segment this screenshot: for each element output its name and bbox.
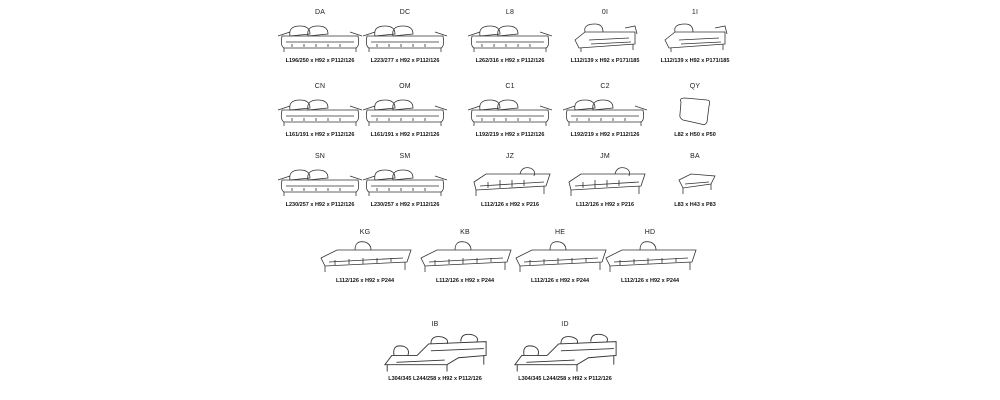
module-code: BA	[690, 153, 700, 160]
module-drawing-sofa2	[555, 92, 655, 130]
module-code: C2	[600, 83, 610, 90]
module-dimensions: L161/191 x H92 x P112/126	[370, 132, 440, 138]
module-dimensions: L192/219 x H92 x P112/126	[570, 132, 640, 138]
module-kb: KB L112/126 x H92 x P244	[395, 228, 535, 290]
module-code: 1I	[691, 9, 699, 16]
module-dimensions: L304/345 L244/258 x H92 x P112/126	[388, 376, 482, 382]
module-drawing-cushion	[645, 92, 745, 130]
module-dc: DC L223/277 x H92 x P112/126	[335, 8, 475, 70]
module-drawing-sofa2	[460, 18, 560, 56]
module-code: L8	[505, 9, 515, 16]
module-om: OM L161/191 x H92 x P112/126	[335, 82, 475, 144]
module-code: SM	[399, 153, 411, 160]
module-he: HE L112/126 x H92 x P244	[490, 228, 630, 290]
module-da: DA L196/250 x H92 x P112/126	[250, 8, 390, 70]
module-dimensions: L112/126 x H92 x P244	[335, 278, 395, 284]
module-ib: IB L304/345 L244/258 x H92 x P112/126	[375, 320, 495, 382]
module-drawing-daybed	[555, 162, 655, 200]
module-code: HD	[644, 229, 656, 236]
module-code: DC	[399, 9, 411, 16]
module-ba: BA L83 x H43 x P83	[625, 152, 765, 214]
module-0i: 0I L112/139 x H92 x P171/185	[535, 8, 675, 70]
module-drawing-corner	[378, 330, 493, 374]
module-drawing-long	[315, 238, 415, 276]
module-dimensions: L112/126 x H92 x P216	[575, 202, 635, 208]
module-code: CN	[314, 83, 326, 90]
module-drawing-long	[415, 238, 515, 276]
module-drawing-sofa2	[355, 18, 455, 56]
module-code: C1	[505, 83, 515, 90]
module-1i: 1I L112/139 x H92 x P171/185	[625, 8, 765, 70]
module-drawing-sofa2	[270, 92, 370, 130]
module-dimensions: L161/191 x H92 x P112/126	[285, 132, 355, 138]
module-id: ID L304/345 L244/258 x H92 x P112/126	[505, 320, 625, 382]
module-sm: SM L230/257 x H92 x P112/126	[335, 152, 475, 214]
module-code: HE	[554, 229, 566, 236]
module-code: ID	[561, 321, 569, 328]
module-dimensions: L304/345 L244/258 x H92 x P112/126	[518, 376, 612, 382]
module-drawing-sofa2	[355, 92, 455, 130]
module-dimensions: L230/257 x H92 x P112/126	[370, 202, 440, 208]
module-kg: KG L112/126 x H92 x P244	[295, 228, 435, 290]
module-l8: L8 L262/316 x H92 x P112/126	[440, 8, 580, 70]
module-dimensions: L230/257 x H92 x P112/126	[285, 202, 355, 208]
module-drawing-sofa2	[355, 162, 455, 200]
module-code: SN	[314, 153, 326, 160]
module-cn: CN L161/191 x H92 x P112/126	[250, 82, 390, 144]
module-dimensions: L83 x H43 x P83	[674, 202, 716, 208]
module-dimensions: L262/316 x H92 x P112/126	[475, 58, 545, 64]
module-code: OM	[399, 83, 411, 90]
module-dimensions: L112/139 x H92 x P171/185	[660, 58, 730, 64]
module-code: DA	[314, 9, 326, 16]
module-dimensions: L82 x H50 x P50	[674, 132, 716, 138]
module-drawing-long	[510, 238, 610, 276]
module-code: JM	[600, 153, 610, 160]
module-dimensions: L223/277 x H92 x P112/126	[370, 58, 440, 64]
module-drawing-daybed	[460, 162, 560, 200]
module-drawing-chaise	[645, 18, 745, 56]
module-code: IB	[431, 321, 439, 328]
module-code: 0I	[601, 9, 609, 16]
module-dimensions: L112/139 x H92 x P171/185	[570, 58, 640, 64]
module-drawing-sofa2	[270, 162, 370, 200]
module-drawing-sofa2	[460, 92, 560, 130]
module-code: KB	[460, 229, 470, 236]
module-drawing-sofa2	[270, 18, 370, 56]
module-dimensions: L192/219 x H92 x P112/126	[475, 132, 545, 138]
module-dimensions: L112/126 x H92 x P244	[620, 278, 680, 284]
module-dimensions: L196/250 x H92 x P112/126	[285, 58, 355, 64]
module-drawing-long	[600, 238, 700, 276]
module-code: KG	[359, 229, 371, 236]
module-hd: HD L112/126 x H92 x P244	[580, 228, 720, 290]
module-jm: JM L112/126 x H92 x P216	[535, 152, 675, 214]
module-code: QY	[689, 83, 701, 90]
module-code: JZ	[505, 153, 515, 160]
module-drawing-chaise	[555, 18, 655, 56]
module-c1: C1 L192/219 x H92 x P112/126	[440, 82, 580, 144]
module-dimensions: L112/126 x H92 x P216	[480, 202, 540, 208]
module-drawing-pouf	[645, 162, 745, 200]
module-qy: QY L82 x H50 x P50	[625, 82, 765, 144]
module-dimensions: L112/126 x H92 x P244	[530, 278, 590, 284]
module-sn: SN L230/257 x H92 x P112/126	[250, 152, 390, 214]
module-jz: JZ L112/126 x H92 x P216	[440, 152, 580, 214]
module-dimensions: L112/126 x H92 x P244	[435, 278, 495, 284]
module-drawing-corner	[508, 330, 623, 374]
module-c2: C2 L192/219 x H92 x P112/126	[535, 82, 675, 144]
